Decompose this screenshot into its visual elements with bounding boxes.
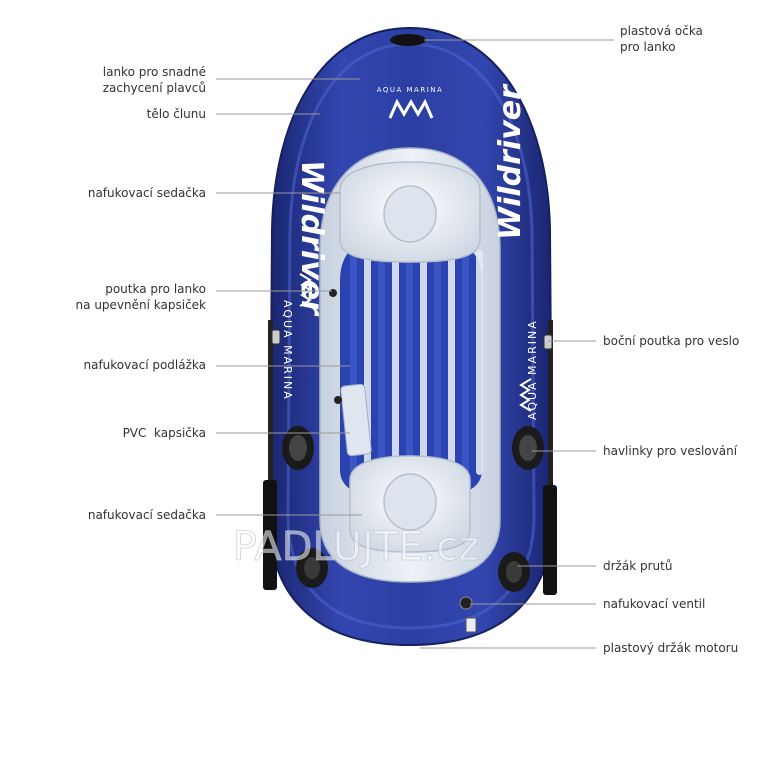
oar-left: [268, 320, 273, 590]
callout-bocni: boční poutka pro veslo: [603, 333, 739, 349]
aqua-marina-logo-icon: [519, 378, 532, 412]
oarlock-left: [282, 426, 314, 470]
callout-lanko: lanko pro snadné zachycení plavců: [103, 64, 206, 96]
aqua-marina-logo-icon: [299, 273, 312, 307]
callout-sedacka1: nafukovací sedačka: [88, 185, 206, 201]
callout-text: tělo člunu: [146, 107, 206, 121]
floor-stripes: [350, 250, 483, 475]
callout-drzak-prutu: držák prutů: [603, 558, 672, 574]
floor-stripe: [462, 250, 469, 475]
callout-text: plastový držák motoru: [603, 641, 739, 655]
watermark: PADLUJTE.cz: [233, 524, 480, 570]
rod-holder-left: [296, 548, 328, 588]
oarlock-right: [512, 426, 544, 470]
callout-text: boční poutka pro veslo: [603, 334, 740, 348]
floor-stripe: [476, 250, 483, 475]
bow-eyelet: [390, 34, 426, 46]
oar-right: [548, 320, 553, 595]
leader-lines: [216, 39, 614, 649]
pvc-pocket: [340, 383, 372, 457]
motor-mount: [465, 617, 477, 633]
brand-bow: AQUA MARINA: [377, 86, 444, 94]
floor-stripe: [448, 250, 455, 475]
callout-havlinky: havlinky pro veslování: [603, 443, 737, 459]
callout-text: nafukovací podlážka: [83, 358, 206, 372]
floor-stripe: [392, 250, 399, 475]
brand-left: AQUA MARINA: [281, 300, 294, 401]
callout-podlazka: nafukovací podlážka: [83, 357, 206, 373]
callout-text: havlinky pro veslování: [603, 444, 738, 458]
aqua-marina-logo-icon: [388, 98, 434, 119]
floor-stripe: [406, 250, 413, 475]
floor-stripe: [378, 250, 385, 475]
callout-poutka: poutka pro lanko na upevnění kapsiček: [76, 281, 206, 313]
floor-stripe: [434, 250, 441, 475]
callout-text: zachycení plavců: [102, 81, 206, 95]
inflation-valve: [459, 596, 473, 610]
callout-telo: tělo člunu: [147, 106, 206, 122]
callout-text: nafukovací sedačka: [87, 508, 206, 522]
callout-text: pro lanko: [620, 40, 676, 54]
rod-holder-right: [498, 552, 530, 592]
model-name-right: Wildriver: [493, 83, 528, 240]
callout-text: nafukovací ventil: [603, 597, 706, 611]
callout-text: plastová očka: [620, 24, 703, 38]
callout-text: PVC kapsička: [122, 426, 206, 440]
model-name-left: Wildriver: [294, 160, 329, 317]
callout-ocka: plastová očka pro lanko: [620, 23, 703, 55]
callout-text: držák prutů: [603, 559, 673, 573]
floor-stripe: [420, 250, 427, 475]
callout-text: poutka pro lanko: [105, 282, 206, 296]
callout-text: lanko pro snadné: [102, 65, 206, 79]
brand-right: AQUA MARINA: [526, 319, 539, 420]
callout-text: nafukovací sedačka: [87, 186, 206, 200]
callout-ventil: nafukovací ventil: [603, 596, 705, 612]
callout-sedacka2: nafukovací sedačka: [88, 507, 206, 523]
callout-kapsicka: PVC kapsička: [123, 425, 206, 441]
callout-motor: plastový držák motoru: [603, 640, 738, 656]
callout-text: na upevnění kapsiček: [75, 298, 206, 312]
